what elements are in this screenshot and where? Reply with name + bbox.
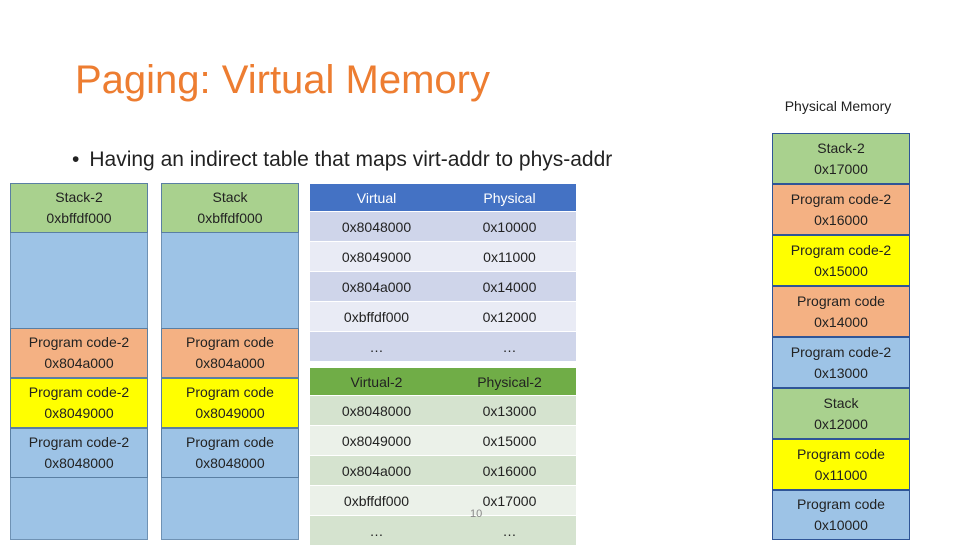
table-row: …… — [310, 515, 576, 546]
vm1-code-addr: 0x804a000 — [195, 355, 265, 371]
vm1-stack-block: Stack 0xbffdf000 — [161, 183, 299, 233]
bullet-label: Having an indirect table that maps virt-… — [89, 148, 613, 171]
vm2-stack-block: Stack-2 0xbffdf000 — [10, 183, 148, 233]
vm2-code-addr: 0x804a000 — [44, 355, 114, 371]
pm-block-addr: 0x17000 — [814, 160, 868, 177]
table-cell: … — [443, 515, 576, 546]
table-cell: 0x8049000 — [310, 241, 443, 272]
pm-block-12000: Stack 0x12000 — [772, 388, 910, 439]
pm-block-name: Program code-2 — [790, 241, 892, 258]
pm-block-addr: 0x11000 — [814, 466, 868, 483]
physical-memory-column: Stack-2 0x17000 Program code-2 0x16000 P… — [772, 133, 910, 540]
bullet-text: • Having an indirect table that maps virt… — [72, 148, 612, 172]
vm1-stack-name: Stack — [212, 189, 248, 205]
table-cell: 0x8048000 — [310, 395, 443, 426]
table-header-physical: Physical — [443, 184, 576, 212]
table-cell: 0x10000 — [443, 211, 576, 242]
vm2-code-addr: 0x8048000 — [44, 455, 114, 471]
vm1-code-block-8048: Program code 0x8048000 — [161, 428, 299, 478]
table-cell: 0x8048000 — [310, 211, 443, 242]
pm-block-15000: Program code-2 0x15000 — [772, 235, 910, 286]
table-header-virtual: Virtual — [310, 184, 443, 212]
pm-block-addr: 0x14000 — [814, 313, 868, 330]
pm-block-addr: 0x15000 — [814, 262, 868, 279]
pm-block-name: Program code-2 — [790, 190, 892, 207]
bullet-dot-icon: • — [72, 148, 80, 171]
vm2-code-block-8048: Program code-2 0x8048000 — [10, 428, 148, 478]
table-cell: 0x15000 — [443, 425, 576, 456]
table-header-row: Virtual Physical — [310, 184, 576, 212]
page-number: 10 — [470, 508, 483, 520]
pm-block-13000: Program code-2 0x13000 — [772, 337, 910, 388]
vm1-code-addr: 0x8048000 — [195, 455, 265, 471]
pm-block-name: Program code — [797, 496, 885, 512]
pm-block-name: Program code — [797, 445, 885, 462]
table-header-row: Virtual-2 Physical-2 — [310, 368, 576, 396]
table-cell: 0x14000 — [443, 271, 576, 302]
vm1-code-name: Program code — [186, 434, 274, 450]
pm-block-name: Stack-2 — [817, 139, 865, 156]
table-cell: … — [443, 331, 576, 362]
table-cell: … — [310, 331, 443, 362]
pm-block-name: Stack — [823, 394, 859, 411]
vm2-code-block-8049: Program code-2 0x8049000 — [10, 378, 148, 428]
table-cell: 0x804a000 — [310, 455, 443, 486]
vm2-stack-addr: 0xbffdf000 — [46, 210, 112, 226]
table-header-physical-2: Physical-2 — [443, 368, 576, 396]
vm1-code-addr: 0x8049000 — [195, 405, 265, 421]
table-header-virtual-2: Virtual-2 — [310, 368, 443, 396]
pm-block-addr: 0x16000 — [814, 211, 868, 228]
table-cell: 0x11000 — [443, 241, 576, 272]
pm-block-14000: Program code 0x14000 — [772, 286, 910, 337]
pm-block-17000: Stack-2 0x17000 — [772, 133, 910, 184]
physical-memory-label: Physical Memory — [784, 98, 892, 114]
vm2-stack-name: Stack-2 — [55, 189, 103, 205]
vm1-stack-addr: 0xbffdf000 — [197, 210, 263, 226]
table-cell: 0xbffdf000 — [310, 301, 443, 332]
vm2-code-name: Program code-2 — [28, 434, 130, 450]
vm1-code-block-8049: Program code 0x8049000 — [161, 378, 299, 428]
table-cell: 0x12000 — [443, 301, 576, 332]
table-cell: 0x804a000 — [310, 271, 443, 302]
table-cell: 0x16000 — [443, 455, 576, 486]
vm2-code-addr: 0x8049000 — [44, 405, 114, 421]
table-cell: 0xbffdf000 — [310, 485, 443, 516]
vm1-code-name: Program code — [186, 384, 274, 400]
vm1-code-block-804a: Program code 0x804a000 — [161, 328, 299, 378]
pm-block-11000: Program code 0x11000 — [772, 439, 910, 490]
vm2-code-name: Program code-2 — [28, 384, 130, 400]
slide-title: Paging: Virtual Memory — [75, 58, 490, 102]
pm-block-name: Program code-2 — [790, 343, 892, 360]
table-cell: 0x8049000 — [310, 425, 443, 456]
table-cell: 0x13000 — [443, 395, 576, 426]
pm-block-addr: 0x12000 — [814, 415, 868, 432]
vm2-code-name: Program code-2 — [28, 334, 130, 350]
pm-block-16000: Program code-2 0x16000 — [772, 184, 910, 235]
pm-block-name: Program code — [797, 292, 885, 309]
pm-block-addr: 0x10000 — [814, 517, 868, 533]
pm-block-10000: Program code 0x10000 — [772, 490, 910, 540]
vm2-code-block-804a: Program code-2 0x804a000 — [10, 328, 148, 378]
pm-block-addr: 0x13000 — [814, 364, 868, 381]
table-row: …… — [310, 331, 576, 362]
table-cell: 0x17000 — [443, 485, 576, 516]
table-cell: … — [310, 515, 443, 546]
vm1-code-name: Program code — [186, 334, 274, 350]
